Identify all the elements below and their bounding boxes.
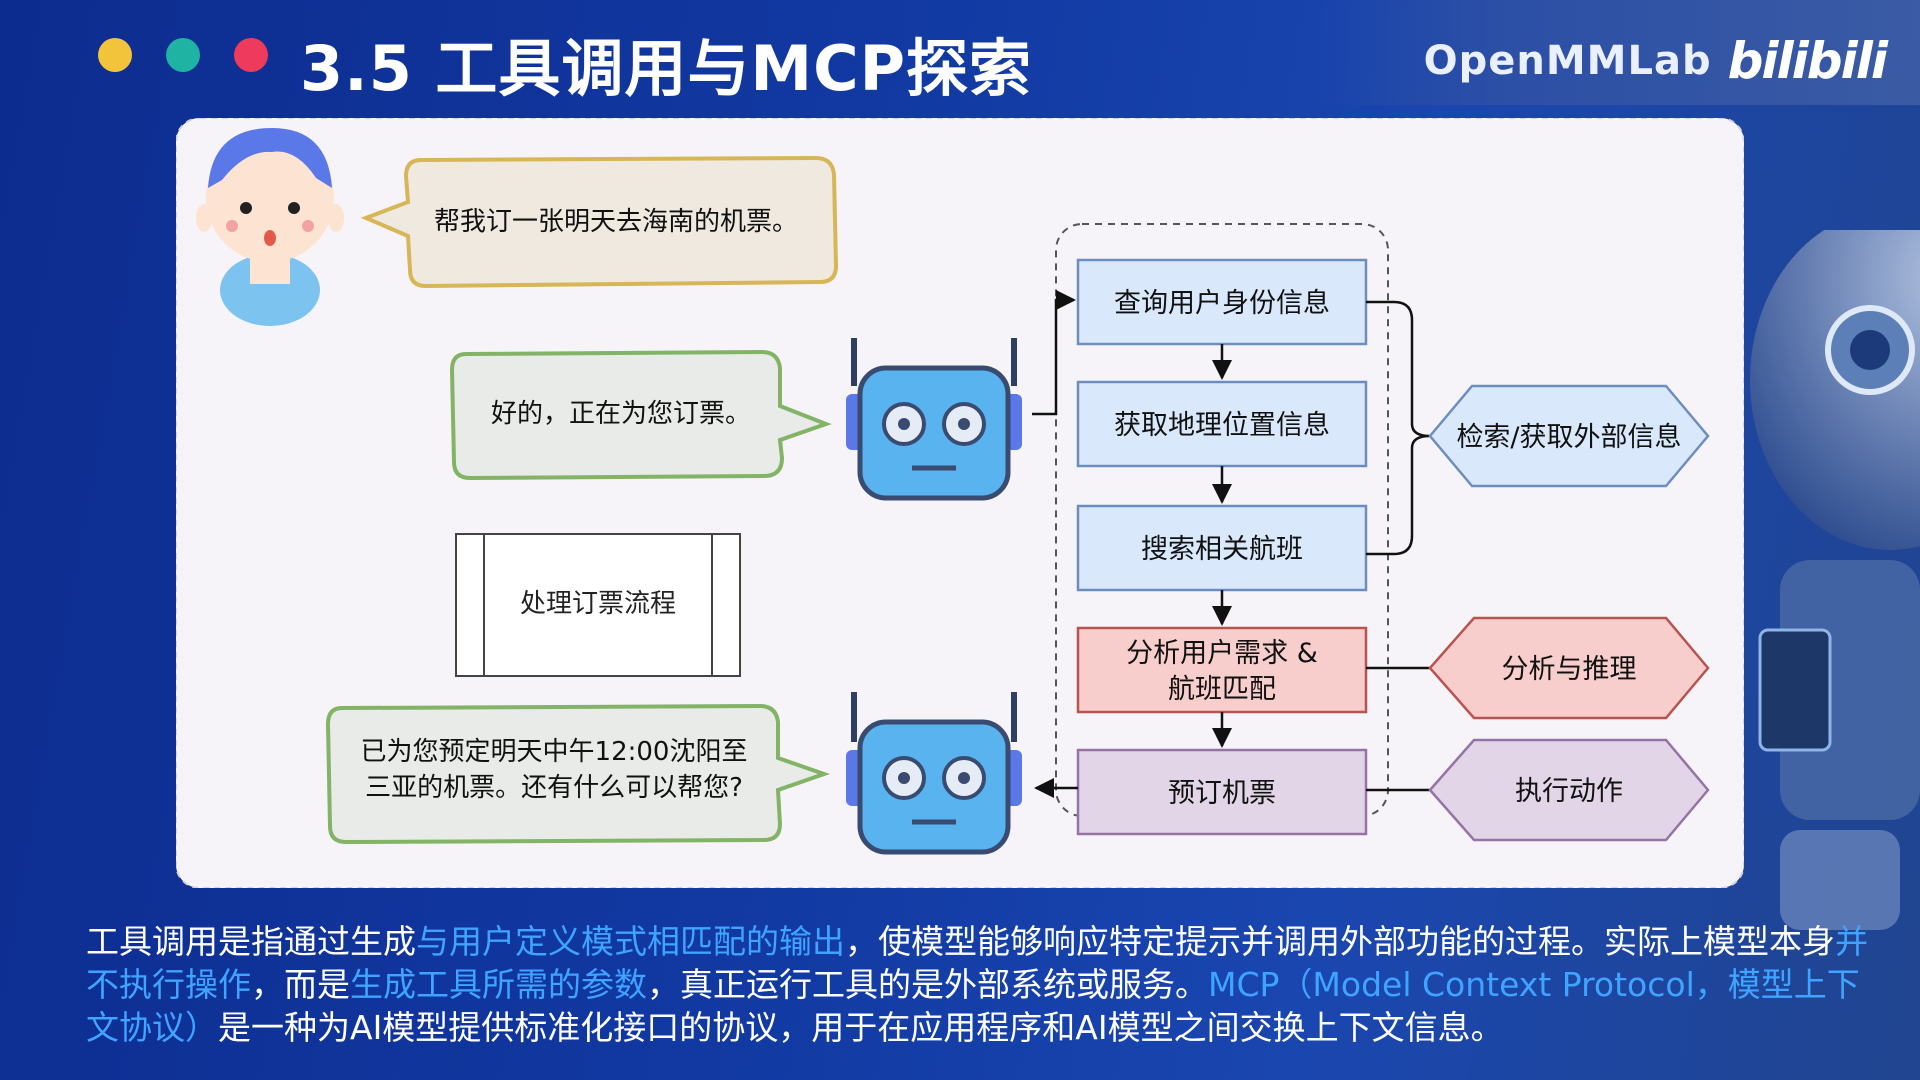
red-dot [234,38,268,72]
robot-icon-top [846,338,1022,501]
category-execute-label: 执行动作 [1515,776,1623,807]
user-avatar-icon [196,128,344,326]
header-band [1310,0,1920,105]
bot-reply-1: 好的，正在为您订票。 [491,399,751,429]
robot-background-image [1750,230,1920,930]
page-title: 3.5 工具调用与MCP探索 [300,32,1033,105]
brand: OpenMMLab bilibili [1423,32,1888,90]
caption-highlight-1: 与用户定义模式相匹配的输出 [416,922,845,961]
step-analyze-match: 分析用户需求 & 航班匹配 [1076,626,1368,714]
bot-reply-2-line2: 三亚的机票。还有什么可以帮您? [365,773,743,803]
step-search-flights: 搜索相关航班 [1076,504,1368,592]
tool-calling-diagram: 帮我订一张明天去海南的机票。 好的，正在为您订票。 处理订票流程 已为您预定明天… [176,118,1744,888]
step-query-identity: 查询用户身份信息 [1076,258,1368,346]
openmmlab-logo: OpenMMLab [1423,38,1712,84]
category-execute: 执行动作 [1428,738,1710,842]
caption-highlight-3: 生成工具所需的参数 [350,965,647,1004]
caption-part-1: 工具调用是指通过生成 [86,922,416,961]
process-label: 处理订票流程 [520,589,676,619]
step-get-location: 获取地理位置信息 [1076,380,1368,468]
category-analyze: 分析与推理 [1428,616,1710,720]
teal-dot [166,38,200,72]
caption-part-5: 是一种为AI模型提供标准化接口的协议，用于在应用程序和AI模型之间交换上下文信息… [218,1008,1504,1047]
bilibili-logo: bilibili [1727,32,1888,90]
caption-part-3: ，而是 [251,965,350,1004]
step-3-label: 搜索相关航班 [1141,534,1303,565]
caption-highlight-4: MCP（Model Context Protocol，模型上下文协议） [86,965,1860,1047]
diagram-card: 帮我订一张明天去海南的机票。 好的，正在为您订票。 处理订票流程 已为您预定明天… [176,118,1744,888]
process-box: 处理订票流程 [455,533,741,677]
robot-icon-bottom [846,692,1022,855]
caption-part-2: ，使模型能够响应特定提示并调用外部功能的过程。实际上模型本身 [845,922,1835,961]
step-4-label-line2: 航班匹配 [1168,674,1276,705]
caption-highlight-2: 并不执行操作 [86,922,1868,1004]
caption-part-4: ，真正运行工具的是外部系统或服务。 [647,965,1208,1004]
caption-text: 工具调用是指通过生成与用户定义模式相匹配的输出，使模型能够响应特定提示并调用外部… [86,920,1876,1049]
category-retrieve: 检索/获取外部信息 [1428,384,1710,488]
step-2-label: 获取地理位置信息 [1114,410,1330,441]
step-5-label: 预订机票 [1168,778,1276,809]
window-dots [98,38,268,72]
user-speech-bubble: 帮我订一张明天去海南的机票。 [360,155,839,289]
category-retrieve-label: 检索/获取外部信息 [1456,422,1681,453]
step-1-label: 查询用户身份信息 [1114,288,1330,319]
step-book-ticket: 预订机票 [1076,748,1368,836]
user-message: 帮我订一张明天去海南的机票。 [434,207,798,237]
yellow-dot [98,38,132,72]
bot-reply-bubble-1: 好的，正在为您订票。 [449,349,832,481]
bot-reply-2-line1: 已为您预定明天中午12:00沈阳至 [361,737,748,767]
bot-reply-bubble-2: 已为您预定明天中午12:00沈阳至 三亚的机票。还有什么可以帮您? [325,703,831,845]
step-4-label-line1: 分析用户需求 & [1126,638,1318,669]
category-analyze-label: 分析与推理 [1502,654,1637,685]
